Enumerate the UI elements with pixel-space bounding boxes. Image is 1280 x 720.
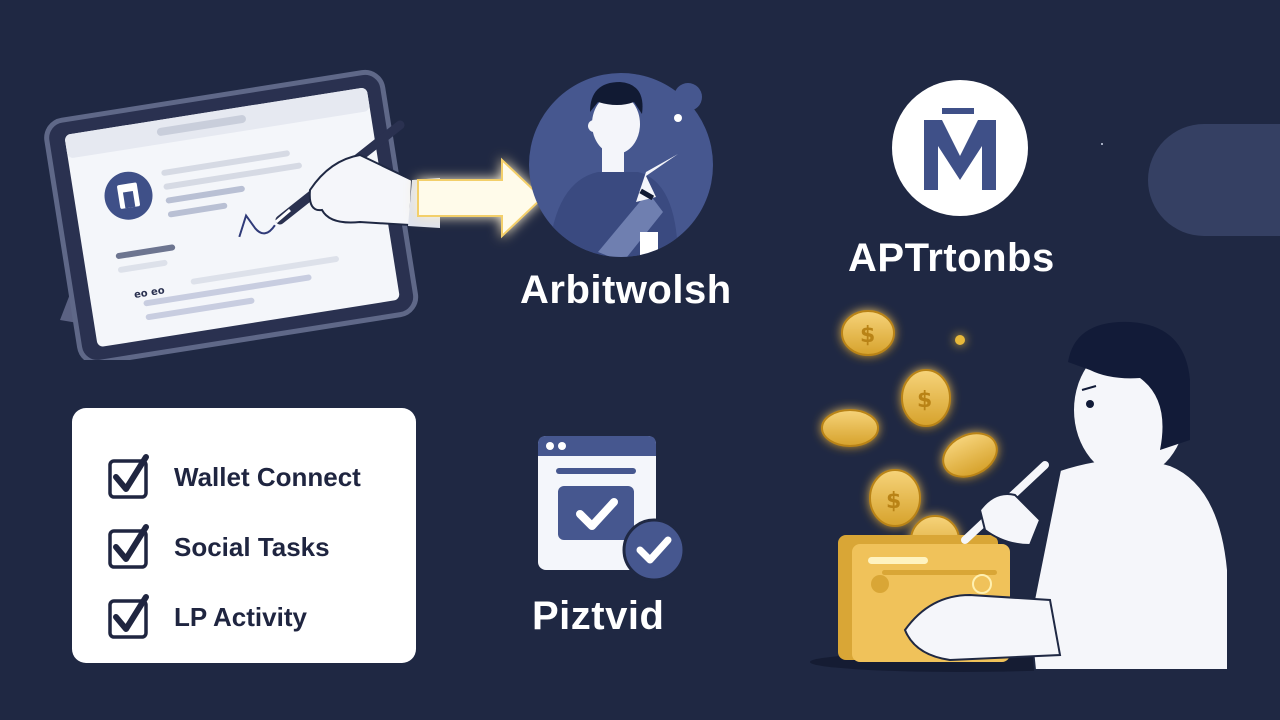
- decorative-blob: [1148, 124, 1280, 236]
- svg-text:eo eo: eo eo: [133, 285, 165, 301]
- checkbox-checked-icon[interactable]: [108, 594, 152, 639]
- checklist-item-wallet-connect[interactable]: Wallet Connect: [108, 442, 416, 512]
- brand-logo: [892, 80, 1028, 216]
- tablet-signing-illustration: eo eo: [40, 60, 440, 360]
- user-pointing-avatar: [528, 72, 714, 258]
- checklist-item-lp-activity[interactable]: LP Activity: [108, 582, 416, 652]
- star-dot: [1101, 143, 1103, 145]
- checklist-item-social-tasks[interactable]: Social Tasks: [108, 512, 416, 582]
- svg-text:$: $: [860, 323, 875, 348]
- checklist-label: Wallet Connect: [174, 461, 361, 492]
- rewards-wallet-illustration: $ $ $: [800, 300, 1240, 680]
- task-checklist-card: Wallet Connect Social Tasks LP Activity: [72, 408, 416, 663]
- checkbox-checked-icon[interactable]: [108, 524, 152, 569]
- svg-text:$: $: [886, 489, 901, 514]
- browser-window-check-icon: [536, 434, 686, 584]
- m-logo-icon: [924, 108, 996, 190]
- tablet-icon: eo eo: [44, 69, 440, 360]
- brand-name: APTrtonbs: [848, 236, 1055, 280]
- checklist-label: LP Activity: [174, 601, 307, 632]
- arrow-right-icon: [410, 157, 555, 239]
- checkbox-checked-icon[interactable]: [108, 454, 152, 499]
- profile-name: Arbitwolsh: [520, 268, 732, 312]
- checklist-label: Social Tasks: [174, 531, 330, 562]
- svg-text:$: $: [917, 388, 932, 413]
- verification-name: Piztvid: [532, 594, 665, 638]
